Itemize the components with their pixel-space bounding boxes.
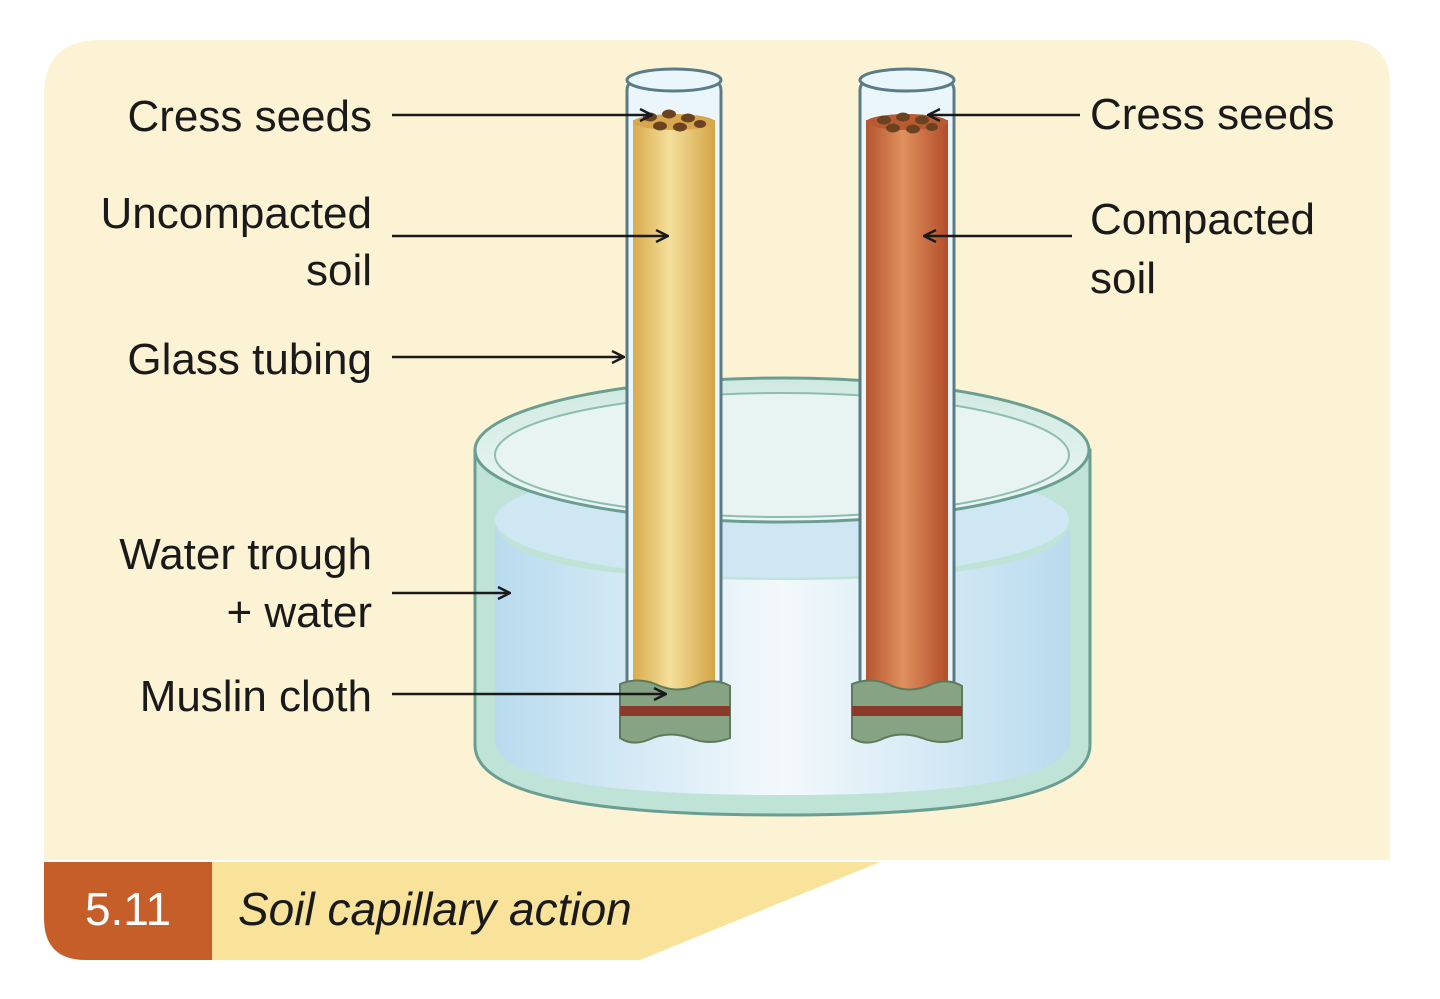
label-water-line1: Water trough xyxy=(119,530,372,579)
label-glass-tubing: Glass tubing xyxy=(127,335,372,384)
water-trough xyxy=(473,376,1092,817)
label-compacted-line1: Compacted xyxy=(1090,195,1315,244)
leader-arrows-right xyxy=(924,115,1080,236)
label-uncompacted-line1: Uncompacted xyxy=(101,189,372,238)
label-water-line2: + water xyxy=(226,588,372,637)
label-muslin-cloth: Muslin cloth xyxy=(140,672,372,721)
label-cress-seeds-right: Cress seeds xyxy=(1090,90,1335,139)
uncompacted-soil-tube xyxy=(619,67,731,744)
muslin-cloth-left xyxy=(619,679,731,744)
muslin-cloth-right xyxy=(851,679,963,744)
label-compacted-line2: soil xyxy=(1090,254,1156,303)
compacted-soil-tube xyxy=(851,67,963,744)
leader-arrows-left xyxy=(392,115,668,694)
caption-title-bg xyxy=(210,862,880,960)
figure-caption: 5.11 Soil capillary action xyxy=(44,862,880,960)
label-uncompacted-line2: soil xyxy=(306,246,372,295)
figure-number: 5.11 xyxy=(85,883,171,935)
cress-seeds-right xyxy=(877,112,938,134)
label-cress-seeds-left: Cress seeds xyxy=(127,92,372,141)
figure-title: Soil capillary action xyxy=(238,883,632,935)
caption-number-bg xyxy=(44,862,212,960)
